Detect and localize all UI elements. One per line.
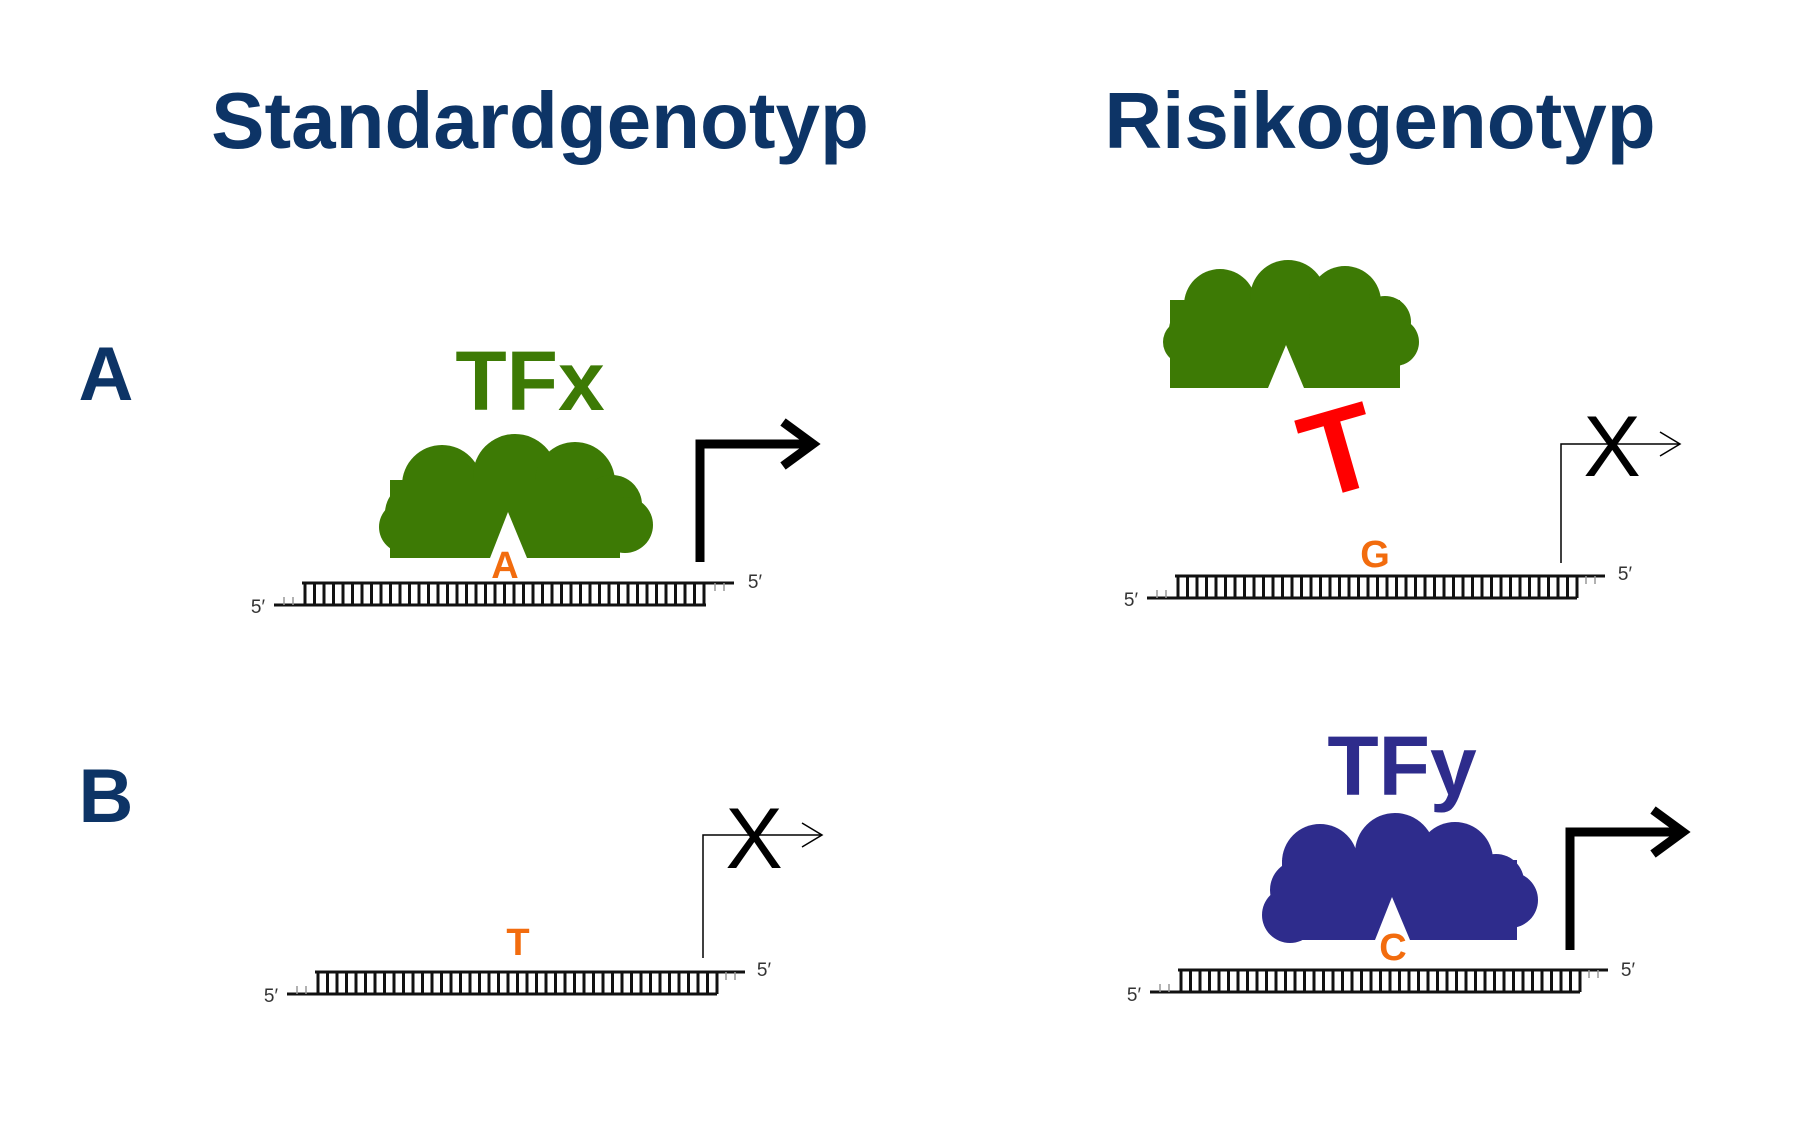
- thin-arrow-icon: [702, 834, 822, 958]
- base-g: G: [1360, 534, 1390, 576]
- five-prime-right-b-risk: 5′: [1621, 960, 1636, 981]
- dna-strand-b-standard: [287, 970, 745, 996]
- heading-risikogenotyp: Risikogenotyp: [1104, 76, 1655, 165]
- bent-arrow-icon: [1565, 827, 1678, 950]
- panel-b-risk: TFy C 5′ 5′: [1127, 719, 1691, 1006]
- arrowhead-icon: [780, 418, 821, 470]
- five-prime-left-b-std: 5′: [264, 986, 279, 1007]
- arrowhead-icon: [1650, 806, 1691, 858]
- five-prime-left-a-risk: 5′: [1124, 590, 1139, 611]
- thin-arrow-icon: [1560, 443, 1680, 563]
- tfx-detached-protein-icon: [1163, 260, 1419, 388]
- base-a: A: [491, 545, 518, 587]
- tfy-label: TFy: [1327, 719, 1477, 813]
- five-prime-right-a-std: 5′: [748, 572, 763, 593]
- blocked-x-icon: X: [725, 791, 782, 887]
- base-c: C: [1379, 927, 1406, 969]
- tfx-protein-icon: [379, 434, 653, 558]
- bent-arrow-icon: [695, 439, 808, 562]
- row-label-a: A: [79, 332, 134, 417]
- tfx-label: TFx: [455, 334, 605, 428]
- panel-a-risk: T G 5′ 5′ X: [1124, 260, 1682, 611]
- five-prime-right-a-risk: 5′: [1618, 564, 1633, 585]
- panel-b-standard: T 5′ 5′ X: [264, 791, 824, 1007]
- thin-arrowhead-icon: [801, 822, 824, 848]
- five-prime-right-b-std: 5′: [757, 960, 772, 981]
- tfy-protein-icon: [1262, 813, 1538, 943]
- thin-arrowhead-icon: [1659, 431, 1682, 457]
- dna-strand-a-standard: [274, 581, 734, 607]
- five-prime-left-a-std: 5′: [251, 597, 266, 618]
- blocked-x-icon: X: [1583, 399, 1640, 495]
- heading-standardgenotyp: Standardgenotyp: [211, 76, 869, 165]
- dna-strand-a-risk: [1147, 574, 1605, 600]
- five-prime-left-b-risk: 5′: [1127, 985, 1142, 1006]
- panel-a-standard: TFx A 5′ 5′: [251, 334, 821, 618]
- base-t: T: [506, 922, 529, 964]
- blocked-binding-symbol: T: [1286, 377, 1393, 526]
- row-label-b: B: [79, 754, 134, 839]
- dna-strand-b-risk: [1150, 968, 1608, 994]
